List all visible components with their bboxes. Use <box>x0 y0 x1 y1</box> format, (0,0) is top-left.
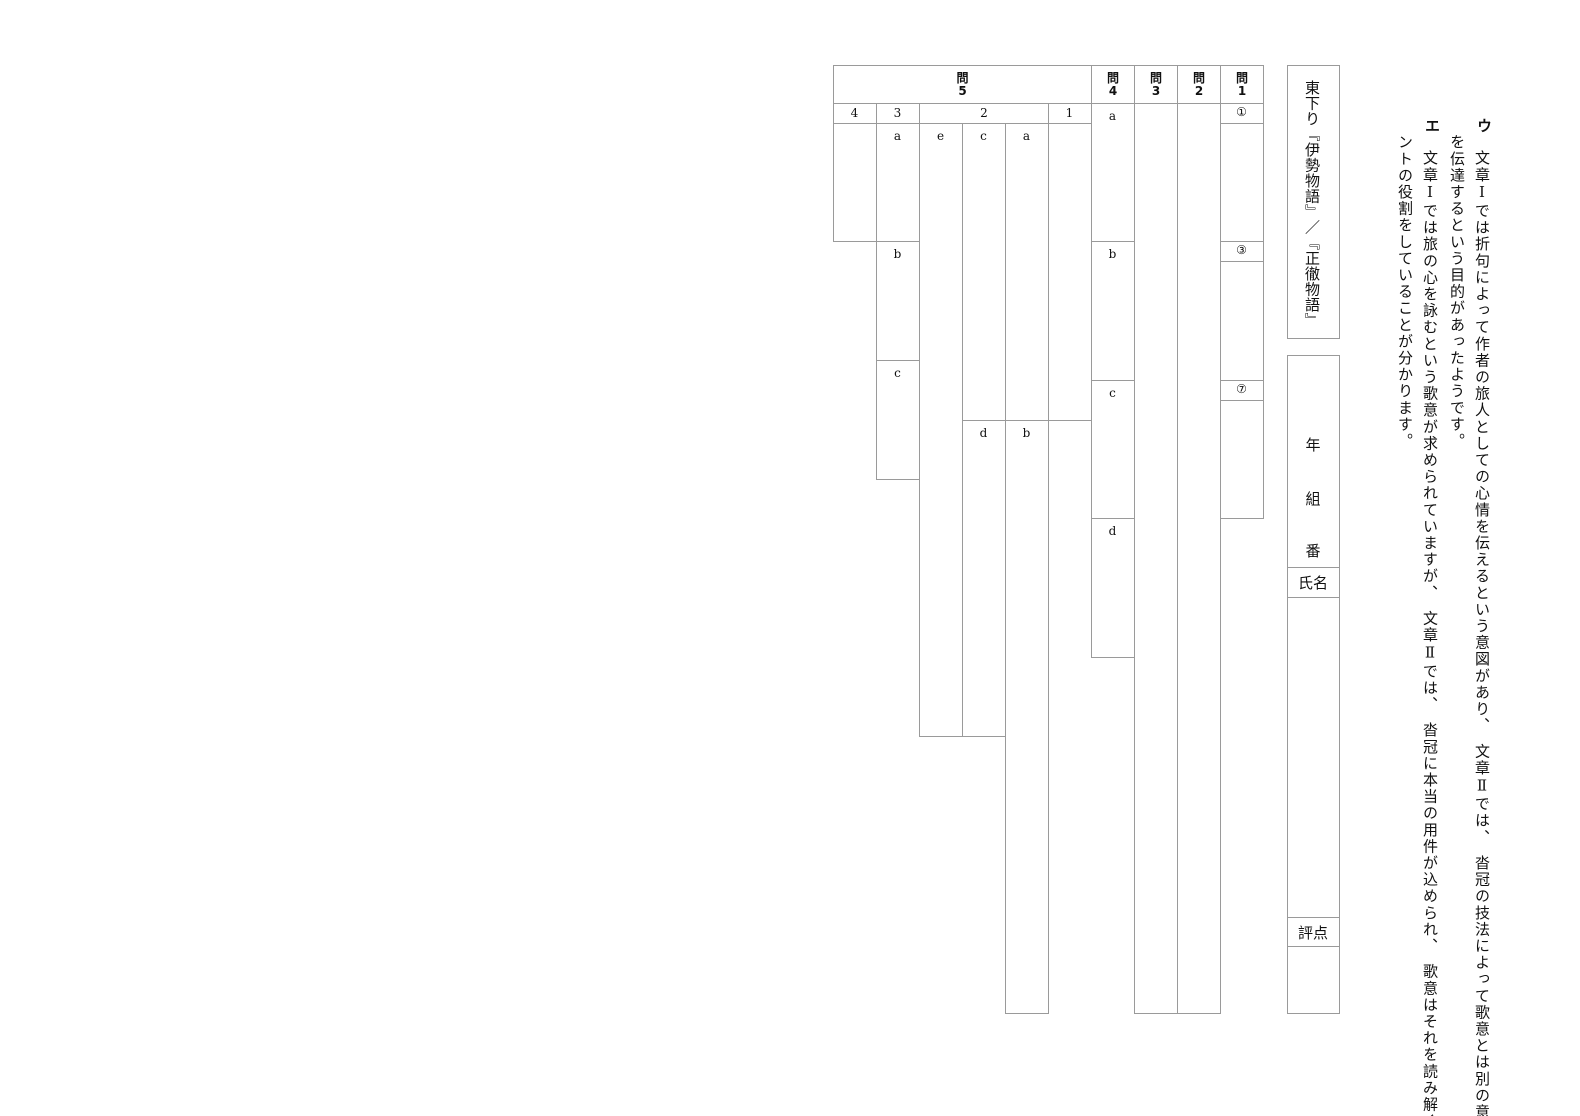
q5-1-label: 1 <box>1065 106 1074 120</box>
number-label: 番 <box>1305 542 1321 560</box>
title-text: 東下り『伊勢物語』／『正徹物語』 <box>1303 80 1321 328</box>
q5-3a-label: a <box>893 129 902 143</box>
q1-header-label: 問 1 <box>1235 71 1248 98</box>
q5-4-answer[interactable] <box>833 123 877 242</box>
title-box <box>1287 65 1340 339</box>
q3-answer[interactable] <box>1134 103 1178 1014</box>
q4a-label: a <box>1108 109 1117 123</box>
q4c-label: c <box>1109 386 1116 400</box>
choice-e-line1: 文章Ⅰでは旅の心を詠むという歌意が求められていますが、 文章Ⅱでは、 沓冠に本当… <box>1421 150 1439 1116</box>
q4b-answer[interactable] <box>1091 241 1135 381</box>
q5-2e-answer[interactable] <box>919 123 963 737</box>
q5-2a-label: a <box>1022 129 1031 143</box>
choice-e-line2: ントの役割をしていることが分かります。 <box>1396 134 1414 450</box>
choice-u-line2: を伝達するという目的があったようです。 <box>1448 134 1466 450</box>
q5-4-label: 4 <box>850 106 859 120</box>
q5-2a-answer[interactable] <box>1005 123 1049 421</box>
q1-3-answer[interactable] <box>1220 261 1264 381</box>
q2-header-label: 問 2 <box>1192 71 1205 98</box>
q3-header-label: 問 3 <box>1149 71 1162 98</box>
q5-1-answer[interactable] <box>1048 123 1092 421</box>
q5-2c-answer[interactable] <box>962 123 1006 421</box>
name-field[interactable] <box>1287 597 1340 918</box>
q5-2-label: 2 <box>980 106 988 120</box>
q4-header-label: 問 4 <box>1106 71 1119 98</box>
q5-2d-answer[interactable] <box>962 420 1006 737</box>
q5-2e-label: e <box>936 129 945 143</box>
choice-u-line1: 文章Ⅰでは折句によって作者の旅人としての心情を伝えるという意図があり、 文章Ⅱで… <box>1473 150 1491 1116</box>
score-field[interactable] <box>1287 946 1340 1014</box>
q5-3c-label: c <box>894 366 901 380</box>
q5-header-label: 問 5 <box>956 71 969 98</box>
q1-1-answer[interactable] <box>1220 123 1264 242</box>
choice-mark-e: エ <box>1423 118 1441 133</box>
q5-2b-answer[interactable] <box>1005 420 1049 1014</box>
q4b-label: b <box>1108 247 1117 261</box>
choice-mark-u: ウ <box>1475 118 1493 133</box>
q1-1-label: ① <box>1236 105 1247 119</box>
q5-3-label: 3 <box>893 106 902 120</box>
score-label: 評点 <box>1297 924 1328 942</box>
q5-2d-label: d <box>979 426 988 440</box>
q1-7-answer[interactable] <box>1220 400 1264 519</box>
q5-2b-label: b <box>1022 426 1031 440</box>
q4d-answer[interactable] <box>1091 518 1135 658</box>
q5-3b-label: b <box>893 247 902 261</box>
name-label: 氏名 <box>1297 574 1328 592</box>
q1-7-label: ⑦ <box>1236 382 1247 396</box>
q2-answer[interactable] <box>1177 103 1221 1014</box>
year-label: 年 <box>1305 436 1321 454</box>
q5-2c-label: c <box>980 129 987 143</box>
q4c-answer[interactable] <box>1091 380 1135 519</box>
q4a-answer[interactable] <box>1091 103 1135 242</box>
q1-3-label: ③ <box>1236 243 1247 257</box>
q4d-label: d <box>1108 524 1117 538</box>
class-label: 組 <box>1305 490 1321 508</box>
